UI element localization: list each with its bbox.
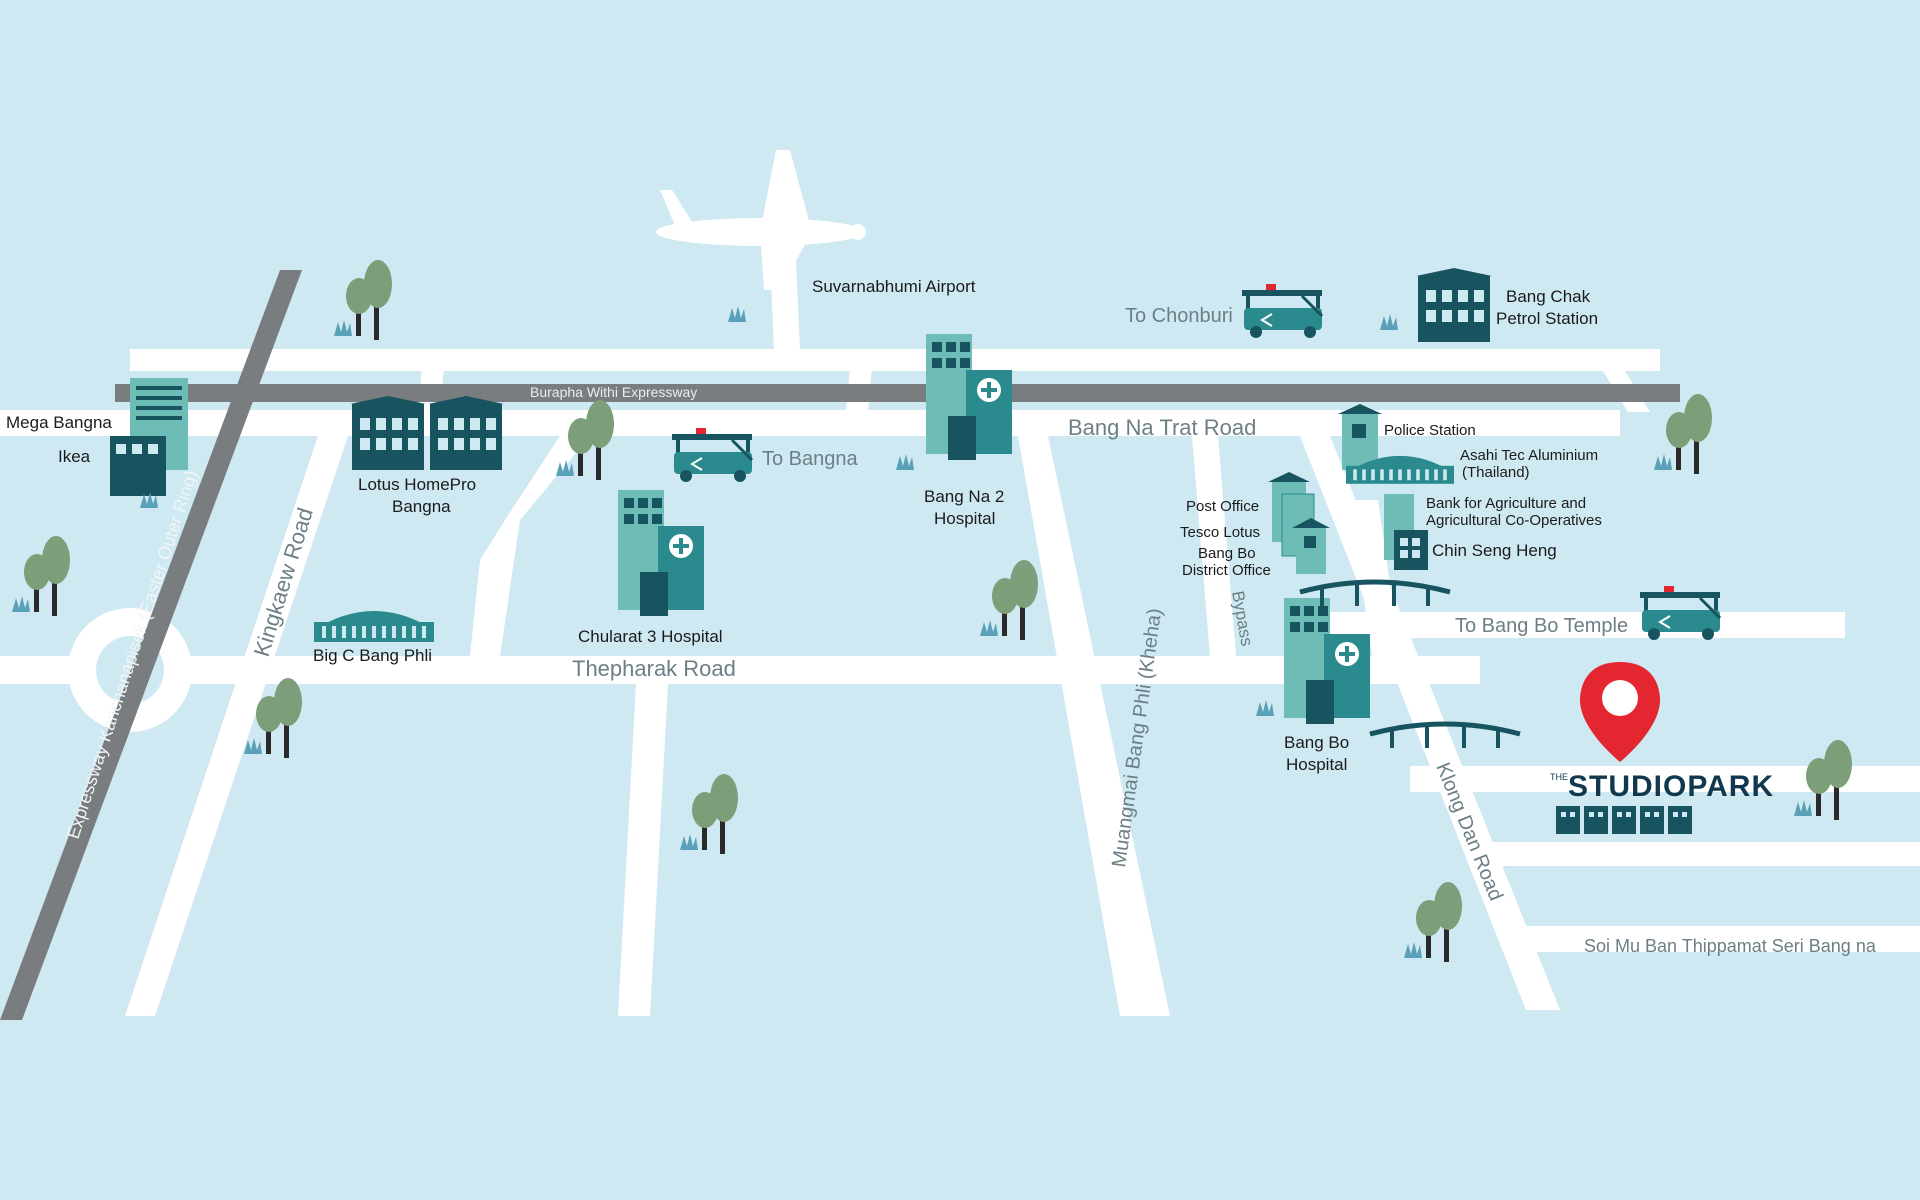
- bang-bo-hospital-label-line1: Bang Bo: [1284, 733, 1349, 752]
- chin-seng-heng-label: Chin Seng Heng: [1432, 541, 1557, 560]
- airport-label: Suvarnabhumi Airport: [812, 277, 976, 296]
- grass-icon: [1256, 700, 1274, 716]
- grass-icon: [728, 306, 746, 322]
- mega-bangna-label: Mega Bangna: [6, 413, 112, 432]
- bang-chak-label-line2: Petrol Station: [1496, 309, 1598, 328]
- tuk-tuk-icon: [1638, 584, 1722, 642]
- asahi-label-line1: Asahi Tec Aluminium: [1460, 447, 1598, 464]
- bangna-trat-road-label: Bang Na Trat Road: [1068, 415, 1256, 440]
- to-bangna-label: To Bangna: [762, 448, 859, 470]
- lotus-homepro-building: [350, 396, 426, 470]
- airplane-icon: [656, 150, 866, 290]
- bang-chak-building: [1416, 268, 1492, 342]
- big-c-label: Big C Bang Phli: [313, 646, 432, 665]
- police-station-building: [1338, 404, 1382, 470]
- bank-label-line2: Agricultural Co-Operatives: [1426, 512, 1602, 529]
- ikea-label: Ikea: [58, 447, 91, 466]
- chularat-label: Chularat 3 Hospital: [578, 627, 723, 646]
- grass-icon: [896, 454, 914, 470]
- kanchanapisek-expressway: [0, 270, 302, 1020]
- lotus-homepro-label-line1: Lotus HomePro: [358, 475, 476, 494]
- logo-buildings: [1556, 806, 1692, 834]
- post-office-label: Post Office: [1186, 498, 1259, 515]
- bang-chak-label-line1: Bang Chak: [1506, 287, 1591, 306]
- burapha-expressway-label: Burapha Withi Expressway: [530, 384, 697, 400]
- thepharak-road-label: Thepharak Road: [572, 656, 736, 681]
- tesco-lotus-label: Tesco Lotus: [1180, 524, 1260, 541]
- bang-bo-hospital-label-line2: Hospital: [1286, 755, 1347, 774]
- soi-label: Soi Mu Ban Thippamat Seri Bang na: [1584, 936, 1877, 956]
- bank-building: [1384, 494, 1428, 570]
- to-bang-bo-temple-label: To Bang Bo Temple: [1455, 615, 1628, 637]
- road-network: [0, 260, 1920, 1016]
- logo-name: STUDIOPARK: [1568, 770, 1774, 803]
- grass-icon: [1380, 314, 1398, 330]
- grass-icon: [140, 492, 158, 508]
- tuk-tuk-icon: [670, 426, 754, 484]
- location-pin-icon: [1580, 662, 1660, 762]
- to-chonburi-label: To Chonburi: [1125, 305, 1233, 327]
- tuk-tuk-icon: [1240, 282, 1324, 340]
- police-station-label: Police Station: [1384, 422, 1476, 439]
- bank-label-line1: Bank for Agriculture and: [1426, 495, 1586, 512]
- mega-bangna-building: [110, 378, 188, 496]
- bang-na-2-label-line2: Hospital: [934, 509, 995, 528]
- district-office-label-line1: Bang Bo: [1198, 545, 1256, 562]
- lotus-homepro-label-line2: Bangna: [392, 497, 451, 516]
- bang-na-2-label-line1: Bang Na 2: [924, 487, 1004, 506]
- logo-prefix: THE: [1550, 772, 1568, 782]
- burapha-expressway: [115, 384, 1680, 402]
- lotus-homepro-building: [428, 396, 504, 470]
- post-office-building: [1268, 472, 1330, 574]
- asahi-label-line2: (Thailand): [1462, 464, 1530, 481]
- district-office-label-line2: District Office: [1182, 562, 1271, 579]
